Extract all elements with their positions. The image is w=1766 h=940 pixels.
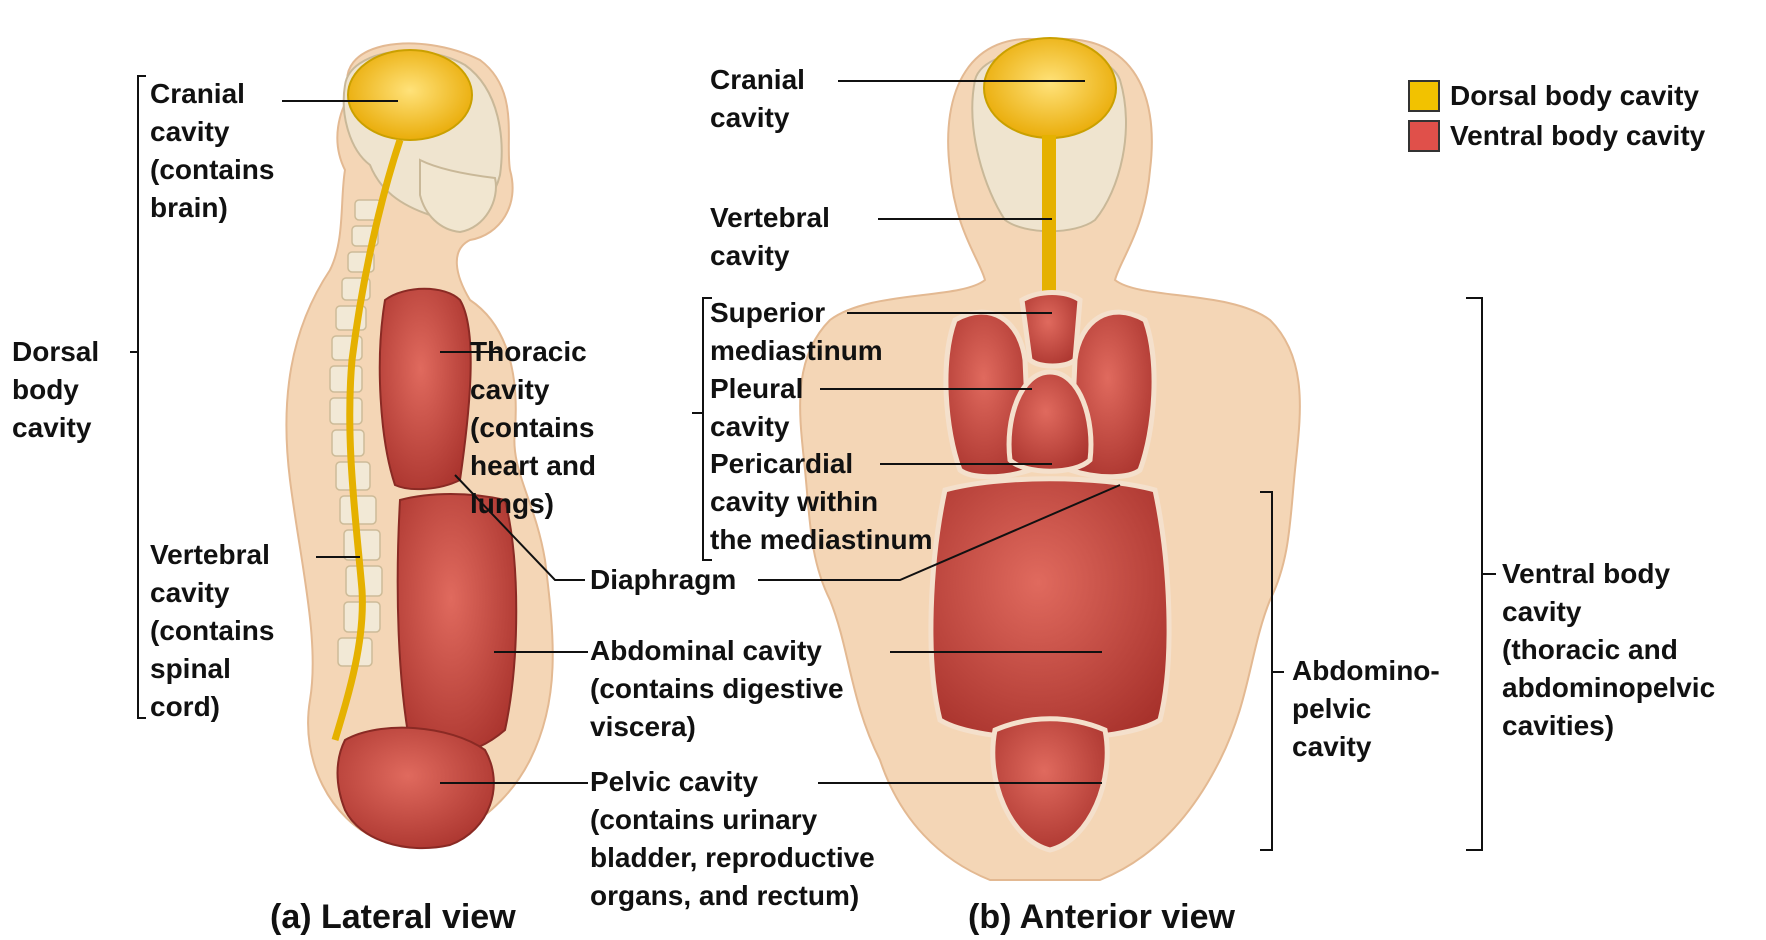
thoracic-desc2: heart and: [470, 447, 596, 485]
abdominal-desc1: (contains digestive: [590, 670, 844, 708]
thoracic-desc1: (contains: [470, 409, 596, 447]
lateral-pelvic-cavity: [338, 728, 494, 848]
superior-l1: Superior: [710, 294, 883, 332]
label-dorsal-body-cavity: Dorsal body cavity: [12, 333, 99, 447]
diaphragm-text: Diaphragm: [590, 561, 736, 599]
thoracic-title2: cavity: [470, 371, 596, 409]
cranial-lateral-title1: Cranial: [150, 75, 274, 113]
legend-swatch-ventral: [1408, 120, 1440, 152]
vertebral-lateral-desc1: (contains: [150, 612, 274, 650]
vertebral-lateral-desc2: spinal: [150, 650, 274, 688]
lateral-abdominal-cavity: [398, 494, 517, 755]
abdominopelvic-l3: cavity: [1292, 728, 1440, 766]
abdominal-desc2: viscera): [590, 708, 844, 746]
label-vertebral-lateral: Vertebral cavity (contains spinal cord): [150, 536, 274, 726]
label-cranial-lateral: Cranial cavity (contains brain): [150, 75, 274, 227]
cranial-lateral-desc1: (contains: [150, 151, 274, 189]
pelvic-desc1: (contains urinary: [590, 801, 875, 839]
cranial-lateral-desc2: brain): [150, 189, 274, 227]
legend: Dorsal body cavity Ventral body cavity: [1408, 76, 1705, 156]
vertebral-lateral-desc3: cord): [150, 688, 274, 726]
lateral-thoracic-cavity: [380, 289, 471, 489]
ventral-bracket: [1466, 298, 1496, 850]
superior-l2: mediastinum: [710, 332, 883, 370]
cranial-anterior-l2: cavity: [710, 99, 805, 137]
legend-label-dorsal: Dorsal body cavity: [1450, 80, 1699, 112]
pericardial-l3: the mediastinum: [710, 521, 932, 559]
label-thoracic-cavity: Thoracic cavity (contains heart and lung…: [470, 333, 596, 523]
dorsal-l1: Dorsal: [12, 333, 99, 371]
thoracic-desc3: lungs): [470, 485, 596, 523]
dorsal-bracket: [130, 76, 146, 718]
ventral-title1: Ventral body: [1502, 555, 1715, 593]
pericardial-l1: Pericardial: [710, 445, 932, 483]
anterior-superior-mediastinum: [1022, 293, 1080, 367]
pericardial-l2: cavity within: [710, 483, 932, 521]
dorsal-l3: cavity: [12, 409, 99, 447]
vertebral-lateral-title1: Vertebral: [150, 536, 274, 574]
label-abdominopelvic-cavity: Abdomino- pelvic cavity: [1292, 652, 1440, 766]
mediastinum-bracket: [692, 298, 712, 560]
pelvic-desc2: bladder, reproductive: [590, 839, 875, 877]
vertebral-lateral-title2: cavity: [150, 574, 274, 612]
caption-lateral-view: (a) Lateral view: [270, 898, 516, 937]
label-superior-mediastinum: Superior mediastinum: [710, 294, 883, 370]
anterior-abdominal-cavity: [931, 479, 1169, 739]
pleural-l1: Pleural: [710, 370, 803, 408]
legend-label-ventral: Ventral body cavity: [1450, 120, 1705, 152]
ventral-title2: cavity: [1502, 593, 1715, 631]
dorsal-l2: body: [12, 371, 99, 409]
caption-anterior-view: (b) Anterior view: [968, 898, 1235, 937]
lateral-cranial-cavity: [348, 50, 472, 140]
ventral-desc1: (thoracic and: [1502, 631, 1715, 669]
cranial-lateral-title2: cavity: [150, 113, 274, 151]
vertebral-anterior-l2: cavity: [710, 237, 830, 275]
label-pleural-cavity: Pleural cavity: [710, 370, 803, 446]
pleural-l2: cavity: [710, 408, 803, 446]
label-pericardial-cavity: Pericardial cavity within the mediastinu…: [710, 445, 932, 559]
abdominopelvic-l1: Abdomino-: [1292, 652, 1440, 690]
pelvic-desc3: organs, and rectum): [590, 877, 875, 915]
label-abdominal-cavity: Abdominal cavity (contains digestive vis…: [590, 632, 844, 746]
pelvic-title: Pelvic cavity: [590, 763, 875, 801]
label-cranial-anterior: Cranial cavity: [710, 61, 805, 137]
abdominopelvic-l2: pelvic: [1292, 690, 1440, 728]
thoracic-title1: Thoracic: [470, 333, 596, 371]
vertebral-anterior-l1: Vertebral: [710, 199, 830, 237]
abdominal-title: Abdominal cavity: [590, 632, 844, 670]
legend-item-ventral: Ventral body cavity: [1408, 116, 1705, 156]
legend-item-dorsal: Dorsal body cavity: [1408, 76, 1705, 116]
anterior-cranial-cavity: [984, 38, 1116, 138]
ventral-desc2: abdominopelvic: [1502, 669, 1715, 707]
legend-swatch-dorsal: [1408, 80, 1440, 112]
label-diaphragm: Diaphragm: [590, 561, 736, 599]
label-vertebral-anterior: Vertebral cavity: [710, 199, 830, 275]
cranial-anterior-l1: Cranial: [710, 61, 805, 99]
label-ventral-body-cavity: Ventral body cavity (thoracic and abdomi…: [1502, 555, 1715, 745]
label-pelvic-cavity: Pelvic cavity (contains urinary bladder,…: [590, 763, 875, 915]
anterior-spinal-cord: [1042, 135, 1056, 295]
ventral-desc3: cavities): [1502, 707, 1715, 745]
